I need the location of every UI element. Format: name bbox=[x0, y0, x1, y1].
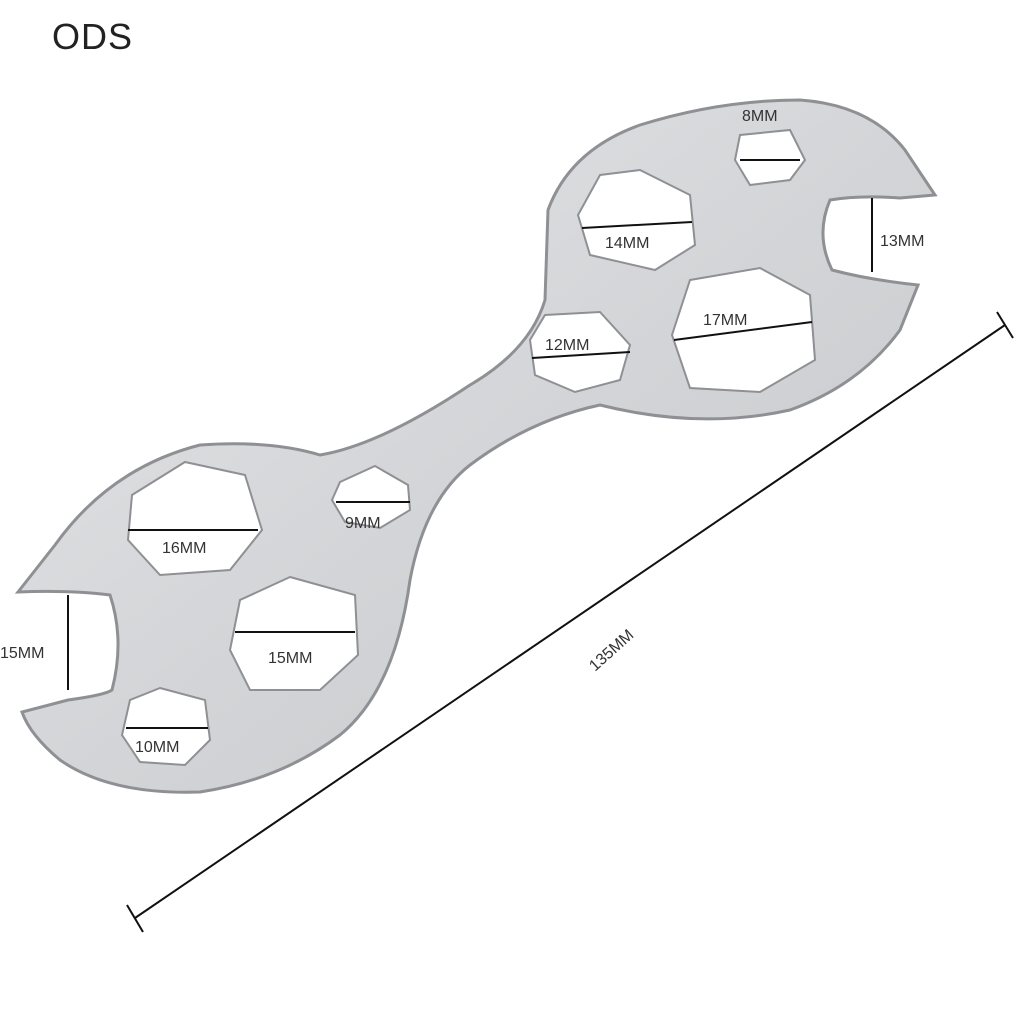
hex-hole-16mm bbox=[126, 460, 264, 577]
label-16mm: 16MM bbox=[162, 540, 206, 557]
hex-hole-15mm bbox=[228, 575, 360, 691]
hex-hole-10mm bbox=[120, 686, 212, 767]
hex-hole-8mm bbox=[733, 128, 807, 187]
label-9mm: 9MM bbox=[345, 515, 381, 532]
label-length-135mm: 135MM bbox=[586, 627, 637, 675]
measurement-lines bbox=[67, 159, 1014, 933]
hex-hole-14mm bbox=[576, 168, 697, 272]
hex-hole-12mm bbox=[528, 310, 632, 394]
label-10mm: 10MM bbox=[135, 739, 179, 756]
brand-logo: ODS bbox=[52, 16, 134, 57]
label-12mm: 12MM bbox=[545, 337, 589, 354]
label-15mm-jaw: 15MM bbox=[0, 645, 44, 662]
label-14mm: 14MM bbox=[605, 235, 649, 252]
label-15mm-hex: 15MM bbox=[268, 650, 312, 667]
label-13mm: 13MM bbox=[880, 233, 924, 250]
hex-hole-9mm bbox=[330, 464, 412, 530]
label-8mm: 8MM bbox=[742, 108, 778, 125]
wrench-body bbox=[14, 98, 938, 794]
label-17mm: 17MM bbox=[703, 312, 747, 329]
